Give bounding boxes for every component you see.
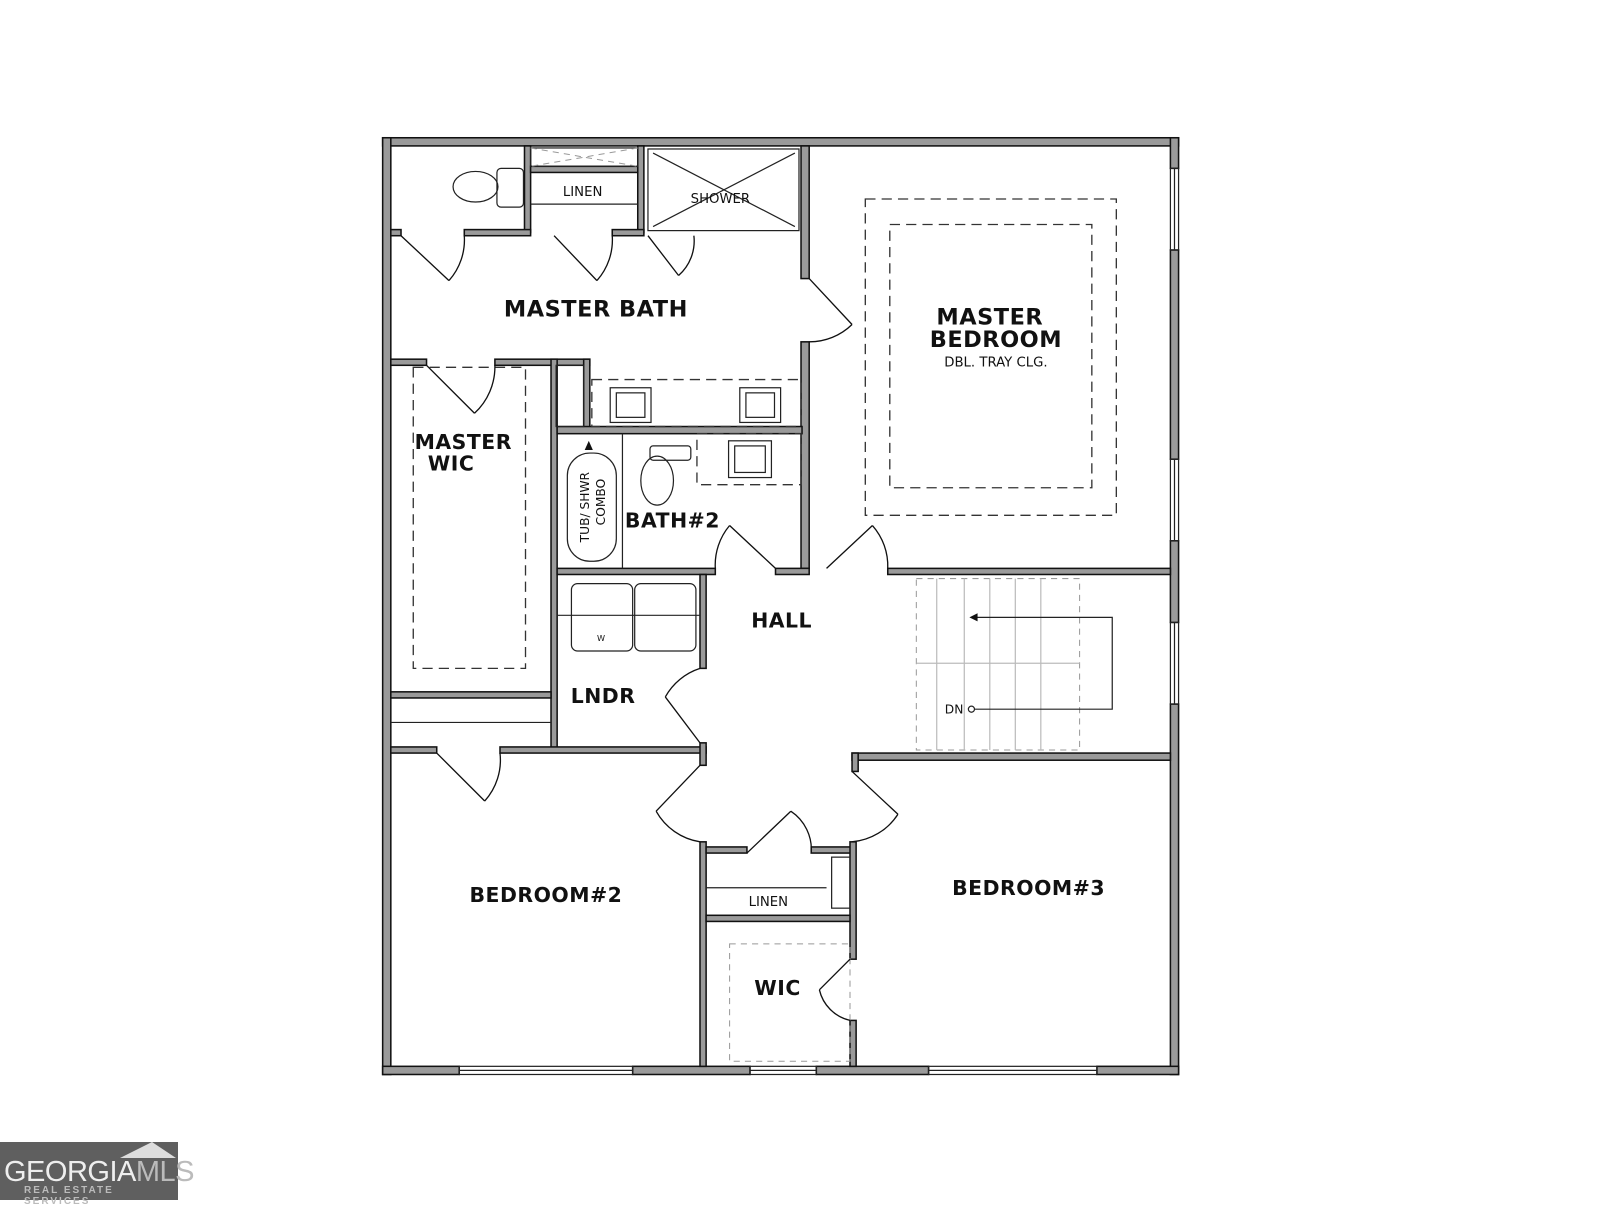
label-stairs-down: DN	[945, 702, 964, 716]
label-washer: W	[597, 633, 605, 643]
tub	[566, 452, 617, 562]
label-master-wic: MASTER	[415, 430, 512, 454]
room-labels: MASTER BATH MASTER BEDROOM DBL. TRAY CLG…	[415, 185, 1105, 1000]
logo-brand: GEORGIA	[4, 1156, 136, 1188]
windows	[458, 167, 1180, 1076]
label-shower: SHOWER	[691, 192, 750, 207]
tray-ceiling-inner	[889, 223, 1093, 489]
label-laundry: LNDR	[571, 684, 636, 708]
label-bedroom3: BEDROOM#3	[952, 876, 1105, 900]
georgia-mls-logo: GEORGIAMLS REAL ESTATE SERVICES	[0, 1142, 195, 1207]
toilet	[640, 455, 675, 506]
sink	[739, 387, 782, 424]
label-linen-bottom: LINEN	[749, 895, 789, 910]
dryer	[634, 583, 697, 652]
label-tub-2: COMBO	[594, 479, 608, 526]
label-master-bedroom: MASTER	[936, 304, 1043, 330]
toilet	[452, 170, 499, 203]
label-bedroom2: BEDROOM#2	[469, 883, 622, 907]
label-master-bedroom-2: BEDROOM	[930, 327, 1062, 353]
tray-ceiling-outer	[864, 198, 1117, 516]
doors[interactable]	[400, 235, 899, 1022]
logo-tagline: REAL ESTATE SERVICES	[24, 1185, 114, 1207]
washer	[570, 583, 634, 652]
label-tub: TUB/ SHWR	[578, 471, 592, 543]
sink	[609, 387, 652, 424]
staircase	[915, 578, 1113, 751]
interior-walls	[390, 145, 1172, 1068]
logo-brand-suffix: MLS	[135, 1156, 195, 1188]
label-bath2: BATH#2	[625, 509, 720, 533]
shower-pan	[647, 148, 800, 232]
label-master-wic-2: WIC	[428, 451, 475, 475]
label-hall: HALL	[751, 609, 812, 633]
label-wic: WIC	[754, 976, 801, 1000]
label-tray-ceiling: DBL. TRAY CLG.	[944, 355, 1047, 370]
label-linen-top: LINEN	[563, 185, 603, 200]
roof-icon	[120, 1142, 176, 1158]
label-master-bath: MASTER BATH	[504, 296, 688, 322]
sink	[727, 440, 773, 479]
exterior-walls	[381, 136, 1180, 1076]
fixtures	[390, 147, 1117, 1062]
